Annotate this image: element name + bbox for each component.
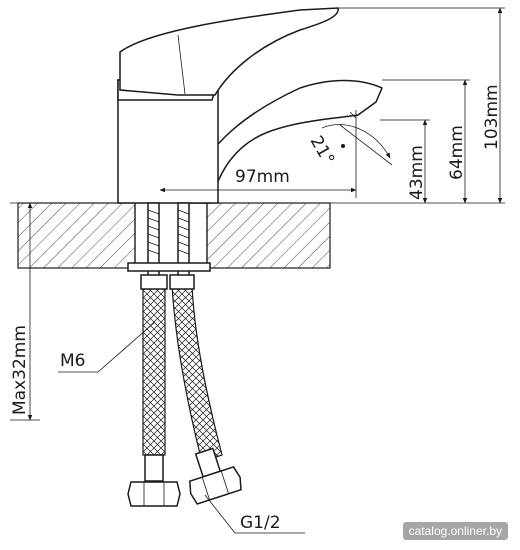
lever-handle <box>119 7 339 96</box>
m6-leader <box>97 321 156 373</box>
spout-height-label: 43mm <box>407 145 427 200</box>
g12-leader <box>204 494 236 534</box>
g12-callout: G1/2 <box>240 513 281 533</box>
hose-nut-left <box>127 454 181 507</box>
watermark: catalog.onliner.by <box>402 522 508 540</box>
m6-callout: M6 <box>60 351 85 371</box>
countertop <box>17 202 331 269</box>
spout <box>178 79 383 204</box>
faucet-body <box>117 79 220 204</box>
dimension-lines <box>10 7 505 421</box>
mid-height-label: 64mm <box>447 125 467 180</box>
flexible-hoses <box>140 274 223 463</box>
rotation-angle-label: 21° <box>306 133 338 169</box>
reach-label: 97mm <box>235 167 290 187</box>
total-height-label: 103mm <box>482 84 502 150</box>
max-thickness-label: Max32mm <box>10 325 30 415</box>
hose-nut-right <box>189 447 242 505</box>
